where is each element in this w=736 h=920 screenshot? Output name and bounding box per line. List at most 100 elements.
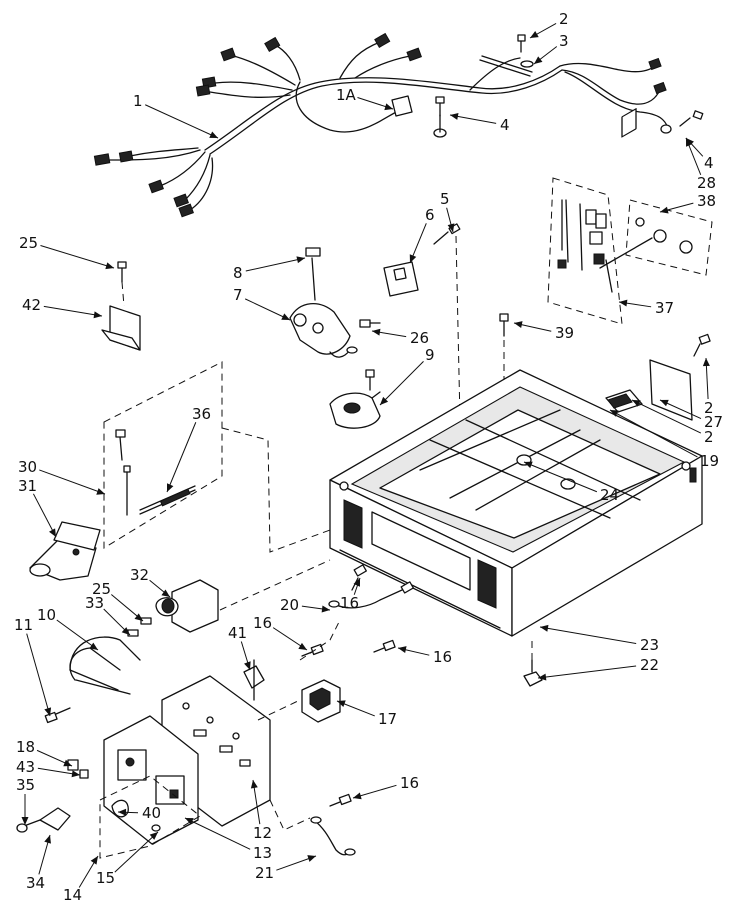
leader-line xyxy=(145,104,219,139)
callout-number: 16 xyxy=(400,774,419,792)
callout-c1a: 1A xyxy=(336,86,394,111)
callout-number: 11 xyxy=(14,616,33,634)
leader-arrowhead xyxy=(90,856,98,865)
leader-line xyxy=(43,305,103,317)
leader-line xyxy=(379,361,424,406)
callout-c24: 24 xyxy=(523,461,619,504)
callout-c7: 7 xyxy=(233,286,291,321)
leader-arrowhead xyxy=(632,400,641,407)
callout-c22: 22 xyxy=(537,656,659,681)
leader-arrowhead xyxy=(384,103,393,111)
callout-number: 36 xyxy=(192,405,211,423)
callout-number: 1 xyxy=(133,92,143,110)
screws-26 xyxy=(359,319,381,391)
callout-c18: 18 xyxy=(16,738,73,767)
callout-number: 4 xyxy=(704,154,714,172)
callout-c27: 27 xyxy=(659,399,723,431)
callout-c41: 41 xyxy=(228,624,251,671)
callout-c21: 21 xyxy=(255,855,317,882)
callout-c36: 36 xyxy=(166,405,211,493)
leader-arrowhead xyxy=(372,328,381,336)
screw-16-mid xyxy=(301,639,396,657)
leader-arrowhead xyxy=(118,808,127,816)
callout-c23: 23 xyxy=(539,624,659,654)
leader-arrowhead xyxy=(380,396,389,405)
leader-arrowhead xyxy=(610,410,619,417)
callout-c33: 33 xyxy=(85,594,131,636)
leader-arrowhead xyxy=(540,624,549,632)
callout-number: 2 xyxy=(704,399,714,417)
assembly-guides xyxy=(257,619,341,721)
leader-arrowhead xyxy=(121,627,130,635)
callout-number: 12 xyxy=(253,824,272,842)
callout-c2b: 2 xyxy=(702,357,714,417)
callout-number: 4 xyxy=(500,116,510,134)
callout-c11: 11 xyxy=(14,616,52,717)
callout-number: 16 xyxy=(253,614,272,632)
callout-number: 9 xyxy=(425,346,435,364)
leader-arrowhead xyxy=(244,661,251,670)
callout-c25a: 25 xyxy=(19,234,115,270)
leader-arrowhead xyxy=(447,223,455,232)
leader-line xyxy=(244,298,291,321)
leader-line xyxy=(40,245,115,269)
callout-number: 33 xyxy=(85,594,104,612)
leader-arrowhead xyxy=(105,262,114,270)
callout-number: 24 xyxy=(600,486,619,504)
leader-arrowhead xyxy=(63,759,72,767)
solenoid-32 xyxy=(155,559,331,633)
leveling-foot-22 xyxy=(523,640,543,687)
callout-number: 10 xyxy=(37,606,56,624)
callout-number: 22 xyxy=(640,656,659,674)
leader-line xyxy=(539,626,637,645)
callout-c3: 3 xyxy=(533,32,569,65)
callout-number: 17 xyxy=(378,710,397,728)
callout-c5: 5 xyxy=(440,190,455,233)
leader-line xyxy=(184,817,251,850)
leader-line xyxy=(609,409,698,458)
callout-c2c: 2 xyxy=(631,399,714,446)
callout-c14: 14 xyxy=(63,855,99,904)
leader-line xyxy=(537,665,637,679)
callout-number: 31 xyxy=(18,477,37,495)
callout-c9: 9 xyxy=(379,346,435,406)
callout-c20: 20 xyxy=(280,596,331,614)
leader-line xyxy=(32,493,57,538)
callout-number: 42 xyxy=(22,296,41,314)
leader-arrowhead xyxy=(538,673,547,681)
leader-arrowhead xyxy=(307,855,316,862)
leader-arrowhead xyxy=(44,707,52,716)
callout-c16b: 16 xyxy=(253,614,308,651)
callout-c40: 40 xyxy=(117,804,161,822)
callout-number: 38 xyxy=(697,192,716,210)
block-19 xyxy=(605,389,643,413)
leader-arrowhead xyxy=(660,206,669,214)
leader-arrowhead xyxy=(524,461,533,469)
callout-c17: 17 xyxy=(336,700,397,728)
base-frame-23 xyxy=(329,108,703,637)
callout-number: 13 xyxy=(253,844,272,862)
callout-c32: 32 xyxy=(130,566,171,598)
motor-30-31 xyxy=(29,521,101,581)
callout-number: 34 xyxy=(26,874,45,892)
wire-harness xyxy=(93,32,672,218)
leader-arrowhead xyxy=(250,780,258,789)
callout-c43: 43 xyxy=(16,758,81,778)
callout-c28: 28 xyxy=(685,137,716,192)
leader-arrowhead xyxy=(93,311,102,319)
callout-c19: 19 xyxy=(609,409,719,470)
leader-arrowhead xyxy=(530,31,539,38)
leader-arrowhead xyxy=(49,528,56,537)
leader-line xyxy=(56,619,99,651)
callout-number: 26 xyxy=(410,329,429,347)
leader-arrowhead xyxy=(281,313,290,320)
leader-arrowhead xyxy=(89,642,98,650)
leader-line xyxy=(166,422,197,493)
callout-c42: 42 xyxy=(22,296,103,319)
callout-number: 35 xyxy=(16,776,35,794)
callout-number: 16 xyxy=(340,594,359,612)
callout-number: 14 xyxy=(63,886,82,904)
callout-c16c: 16 xyxy=(397,646,452,666)
